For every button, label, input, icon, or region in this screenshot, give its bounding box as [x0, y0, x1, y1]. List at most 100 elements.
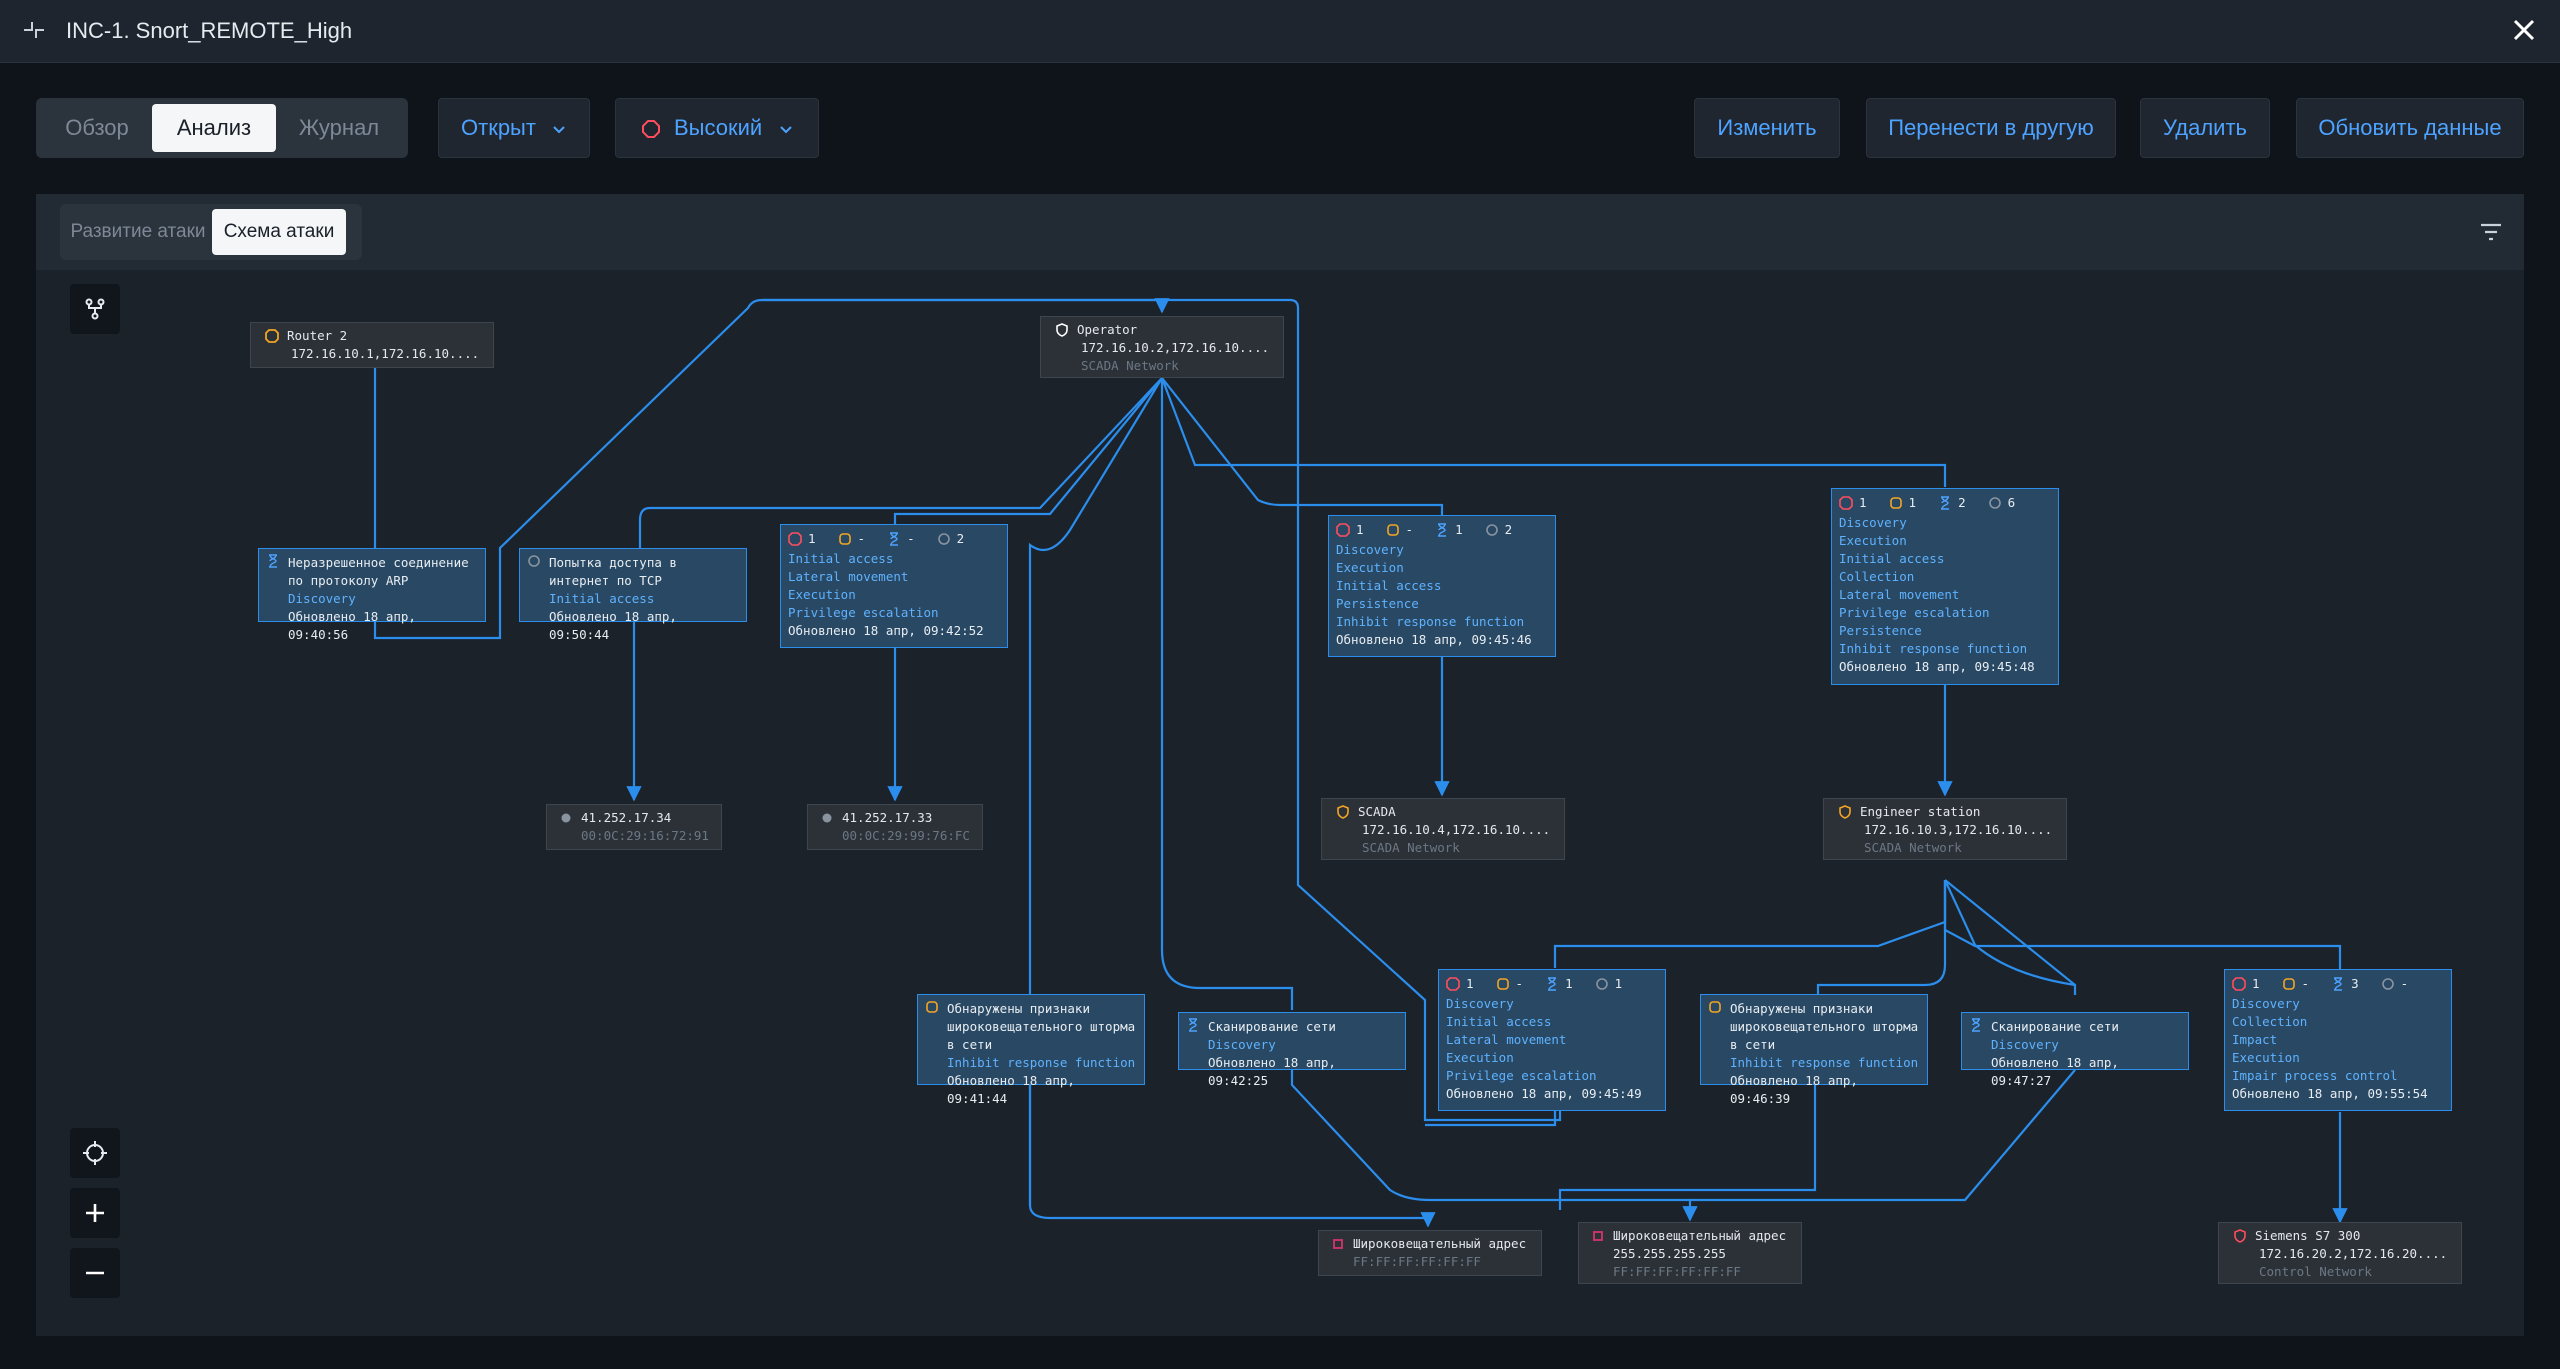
event-group-2[interactable]: 1 - 1 2 Discovery Execution Initial acce…	[1328, 515, 1556, 657]
device-icon	[265, 329, 279, 343]
close-icon[interactable]	[2510, 16, 2538, 44]
refresh-button[interactable]: Обновить данные	[2296, 98, 2524, 158]
entity-mac: FF:FF:FF:FF:FF:FF	[1613, 1264, 1741, 1279]
entity-mac: 00:0C:29:99:76:FC	[842, 828, 970, 843]
event-tactic: Collection	[1839, 569, 1915, 584]
delete-button[interactable]: Удалить	[2140, 98, 2270, 158]
event-group-5[interactable]: 1 - 3 - Discovery Collection Impact Exec…	[2224, 969, 2452, 1111]
shield-icon	[2234, 1229, 2246, 1243]
chevron-down-icon	[780, 126, 792, 134]
event-tactic: Lateral movement	[1446, 1032, 1567, 1047]
event-updated: Обновлено 18 апр, 09:41:44	[947, 1073, 1075, 1106]
entity-network: SCADA Network	[1362, 840, 1460, 855]
severity-high-icon	[2232, 977, 2246, 991]
event-tactic: Initial access	[1336, 578, 1442, 593]
event-tactic: Initial access	[1446, 1014, 1552, 1029]
event-updated: Обновлено 18 апр, 09:40:56	[288, 609, 416, 642]
event-updated: Обновлено 18 апр, 09:45:46	[1336, 632, 1532, 647]
entity-scada[interactable]: SCADA 172.16.10.4,172.16.10.... SCADA Ne…	[1321, 798, 1565, 860]
severity-medium-icon	[1496, 978, 1509, 990]
severity-low-icon	[1941, 496, 1950, 510]
count-medium: -	[1405, 522, 1414, 537]
graph-canvas[interactable]	[36, 270, 2524, 1336]
count-medium: -	[1515, 976, 1524, 991]
event-tactic: Discovery	[288, 591, 356, 606]
event-arp[interactable]: Неразрешенное соединение по протоколу AR…	[258, 548, 486, 642]
event-tactic: Initial access	[549, 591, 655, 606]
event-network-scan-1[interactable]: Сканирование сети Discovery Обновлено 18…	[1178, 1012, 1406, 1088]
tab-journal[interactable]: Журнал	[298, 115, 380, 140]
event-tactic: Discovery	[1208, 1037, 1276, 1052]
tab-overview[interactable]: Обзор	[65, 115, 129, 140]
count-high: 1	[1859, 495, 1867, 510]
event-counters: 1 1 2 6	[1839, 494, 2051, 512]
entity-broadcast-ip[interactable]: Широковещательный адрес 255.255.255.255 …	[1578, 1222, 1802, 1284]
severity-info-icon	[1988, 497, 2001, 509]
move-button[interactable]: Перенести в другую	[1866, 98, 2116, 158]
event-tactic: Initial access	[1839, 551, 1945, 566]
zoom-out-button[interactable]	[70, 1248, 120, 1298]
event-title-line2: по протоколу ARP	[288, 573, 409, 588]
event-tactic: Impair process control	[2232, 1068, 2398, 1083]
center-view-button[interactable]	[70, 1128, 120, 1178]
count-high: 1	[2252, 976, 2260, 991]
entity-operator[interactable]: Operator 172.16.10.2,172.16.10.... SCADA…	[1040, 316, 1284, 378]
tab-analysis[interactable]: Анализ	[152, 104, 276, 152]
entity-network: SCADA Network	[1081, 358, 1179, 373]
severity-high-icon	[1336, 523, 1350, 537]
count-low: 3	[2351, 976, 2359, 991]
entity-siemens-s7[interactable]: Siemens S7 300 172.16.20.2,172.16.20....…	[2218, 1222, 2462, 1284]
severity-info-icon	[937, 533, 950, 545]
entity-name: SCADA	[1358, 804, 1396, 819]
entity-ip: 255.255.255.255	[1613, 1246, 1726, 1261]
event-tactic: Execution	[1839, 533, 1907, 548]
severity-medium-icon	[1889, 497, 1902, 509]
entity-broadcast-mac[interactable]: Широковещательный адрес FF:FF:FF:FF:FF:F…	[1318, 1230, 1542, 1276]
event-title-line2: широковещательного шторма	[1730, 1019, 1919, 1034]
event-title-line3: в сети	[947, 1037, 993, 1052]
severity-medium-icon	[838, 533, 851, 545]
event-broadcast-storm-1[interactable]: Обнаружены признаки широковещательного ш…	[917, 994, 1145, 1106]
entity-router-2[interactable]: Router 2 172.16.10.1,172.16.10....	[250, 322, 494, 368]
collapse-icon[interactable]	[22, 18, 46, 42]
host-dot-icon	[822, 813, 832, 823]
severity-dropdown[interactable]: Высокий	[615, 98, 819, 158]
event-tactic: Persistence	[1839, 623, 1922, 638]
severity-low-icon	[1438, 523, 1447, 537]
event-group-3[interactable]: 1 1 2 6 Discovery Execution Initial acce…	[1831, 488, 2059, 685]
event-title: Обнаружены признаки	[1730, 1001, 1873, 1016]
event-network-scan-2[interactable]: Сканирование сети Discovery Обновлено 18…	[1961, 1012, 2189, 1088]
event-tactic: Inhibit response function	[1336, 614, 1525, 629]
event-tactic: Lateral movement	[788, 569, 909, 584]
event-tactic: Privilege escalation	[788, 605, 939, 620]
tab-attack-schema[interactable]: Схема атаки	[212, 209, 346, 255]
filter-icon[interactable]	[2478, 220, 2504, 244]
status-dropdown[interactable]: Открыт	[438, 98, 590, 158]
event-tactic: Persistence	[1336, 596, 1419, 611]
entity-ip: 172.16.20.2,172.16.20....	[2259, 1246, 2448, 1261]
entity-external-ip-1[interactable]: 41.252.17.34 00:0C:29:16:72:91	[546, 804, 722, 850]
severity-high-icon	[788, 532, 802, 546]
entity-external-ip-2[interactable]: 41.252.17.33 00:0C:29:99:76:FC	[807, 804, 983, 850]
edit-button[interactable]: Изменить	[1694, 98, 1840, 158]
event-group-4[interactable]: 1 - 1 1 Discovery Initial access Lateral…	[1438, 969, 1666, 1111]
tab-attack-development[interactable]: Развитие атаки	[70, 221, 206, 242]
count-high: 1	[1466, 976, 1474, 991]
entity-name: Engineer station	[1860, 804, 1981, 819]
entity-engineer-station[interactable]: Engineer station 172.16.10.3,172.16.10..…	[1823, 798, 2067, 860]
zoom-in-button[interactable]	[70, 1188, 120, 1238]
layout-button[interactable]	[70, 284, 120, 334]
entity-name: Siemens S7 300	[2255, 1228, 2361, 1243]
event-tactic: Privilege escalation	[1446, 1068, 1597, 1083]
event-tactic: Inhibit response function	[947, 1055, 1136, 1070]
event-title-line3: в сети	[1730, 1037, 1776, 1052]
event-group-1[interactable]: 1 - - 2 Initial access Lateral movement …	[780, 524, 1008, 648]
event-tactic: Discovery	[1446, 996, 1514, 1011]
event-tactic: Initial access	[788, 551, 894, 566]
event-counters: 1 - 1 2	[1336, 521, 1548, 539]
event-tcp[interactable]: Попытка доступа в интернет по TCP Initia…	[519, 548, 747, 642]
severity-medium-icon	[2282, 978, 2295, 990]
severity-low-icon	[890, 532, 899, 546]
event-broadcast-storm-2[interactable]: Обнаружены признаки широковещательного ш…	[1700, 994, 1928, 1106]
count-info: -	[2400, 976, 2409, 991]
